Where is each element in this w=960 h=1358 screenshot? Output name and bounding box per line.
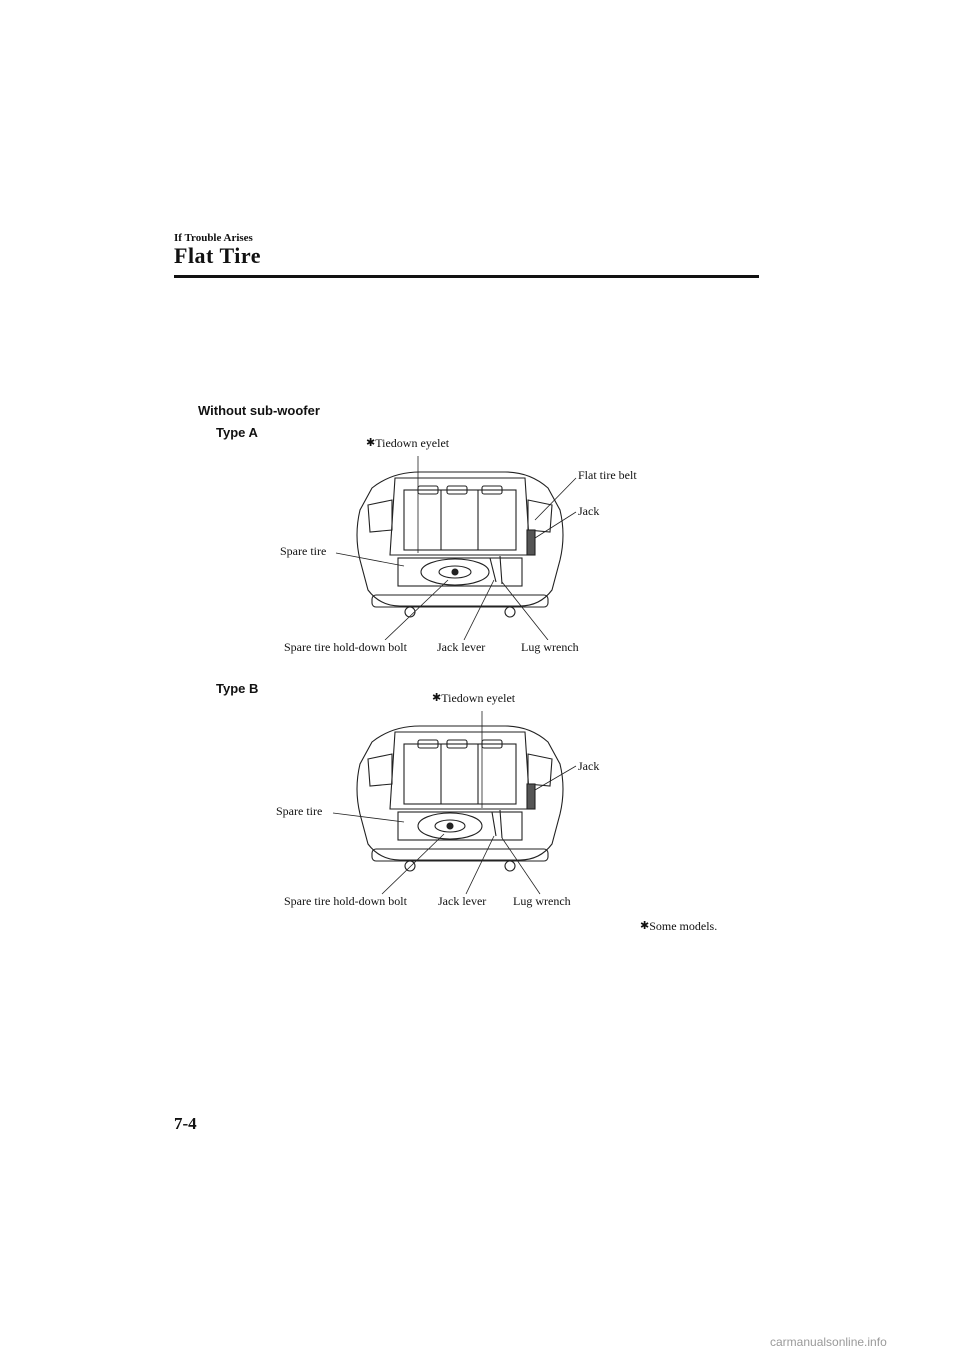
type-b-heading: Type B [216,681,259,696]
type-b-spare-tire-label: Spare tire [276,804,323,818]
footnote: ✱Some models. [640,919,718,933]
watermark: carmanualsonline.info [770,1335,887,1349]
asterisk-icon: ✱ [432,692,442,704]
page-number: 7-4 [174,1114,197,1133]
type-a-lug-wrench-label: Lug wrench [521,640,579,654]
asterisk-icon: ✱ [366,437,376,449]
type-a-tiedown-label: ✱Tiedown eyelet [366,436,450,450]
section-label: If Trouble Arises [174,232,253,244]
type-b-jack-label: Jack [578,759,600,773]
type-a-hold-down-label: Spare tire hold-down bolt [284,640,407,654]
asterisk-icon: ✱ [640,920,650,932]
type-b-cargo-illustration [332,711,577,895]
title-rule [174,275,759,278]
type-b-jack-lever-label: Jack lever [438,894,487,908]
type-a-cargo-illustration [335,456,577,640]
type-a-flat-belt-label: Flat tire belt [578,468,637,482]
type-b-lug-wrench-label: Lug wrench [513,894,571,908]
type-a-jack-lever-label: Jack lever [437,640,486,654]
type-b-tiedown-label: ✱Tiedown eyelet [432,691,516,705]
subheading: Without sub-woofer [198,403,320,418]
type-a-spare-tire-label: Spare tire [280,544,327,558]
type-a-heading: Type A [216,425,258,440]
type-b-hold-down-label: Spare tire hold-down bolt [284,894,407,908]
type-a-jack-label: Jack [578,504,600,518]
page-title: Flat Tire [174,243,261,268]
